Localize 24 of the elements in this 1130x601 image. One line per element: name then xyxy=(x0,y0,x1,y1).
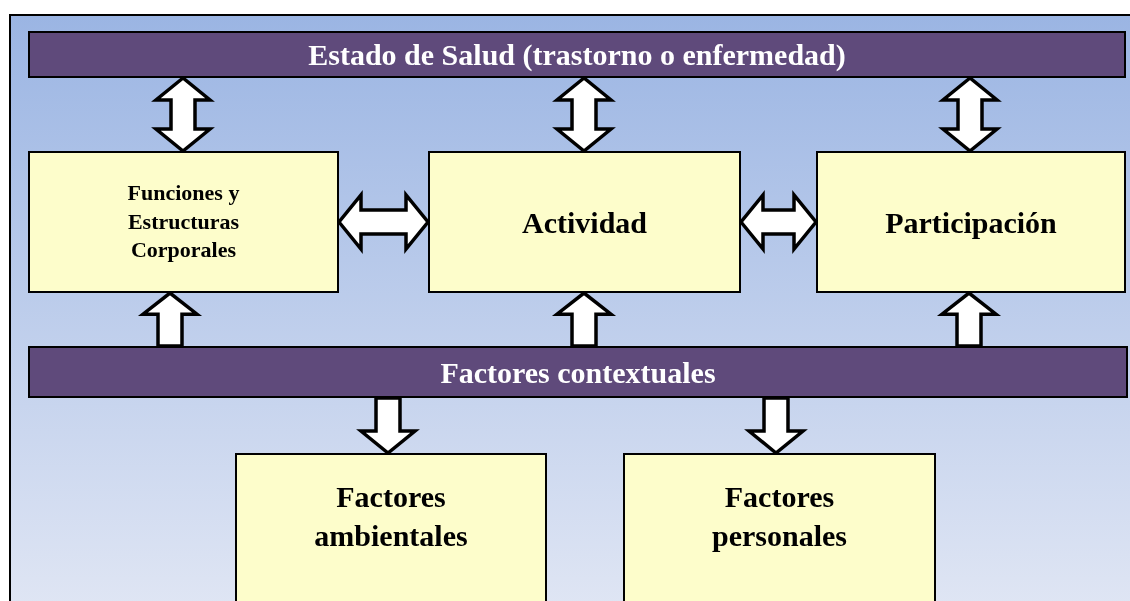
bar-title: Factores contextuales xyxy=(440,354,716,391)
block-arrow xyxy=(936,290,1002,348)
block-arrow xyxy=(938,75,1002,154)
context-bar xyxy=(28,346,1128,398)
component-box xyxy=(28,151,339,293)
box-label: Factores ambientales xyxy=(313,479,469,554)
block-arrow xyxy=(551,290,617,348)
block-arrow xyxy=(356,396,420,456)
bar-title: Estado de Salud (trastorno o enfermedad) xyxy=(308,37,846,73)
box-label: Factores personales xyxy=(711,479,848,554)
component-box xyxy=(816,151,1126,293)
block-arrow xyxy=(738,190,819,254)
block-arrow xyxy=(336,190,431,254)
factor-box xyxy=(623,453,936,601)
box-label: Participación xyxy=(885,204,1057,241)
box-label: Funciones y Estructuras Corporales xyxy=(126,179,241,265)
factor-box xyxy=(235,453,547,601)
block-arrow xyxy=(151,75,215,154)
block-arrow xyxy=(744,396,808,456)
component-box xyxy=(428,151,741,293)
status-bar xyxy=(28,31,1126,78)
block-arrow xyxy=(137,290,203,348)
box-label: Actividad xyxy=(522,204,647,241)
block-arrow xyxy=(552,75,616,154)
